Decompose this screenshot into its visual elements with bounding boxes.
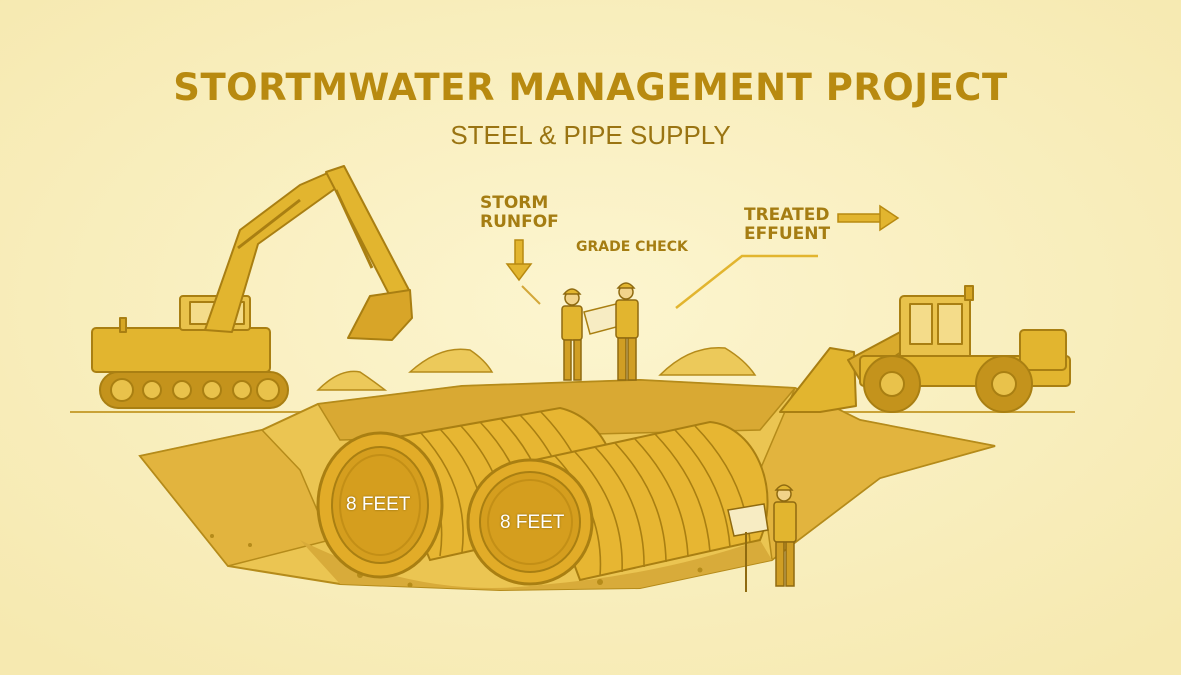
dirt-pile <box>316 370 388 391</box>
grade-check-label: GRADE CHECK <box>576 239 688 255</box>
page-subtitle: STEEL & PIPE SUPPLY <box>450 120 731 150</box>
storm-runoff-label: STORM RUNFOF <box>480 193 559 233</box>
wheel-loader-icon <box>779 285 1071 413</box>
storm-label-line1: STORM <box>480 193 549 213</box>
storm-label-line2: RUNFOF <box>480 212 559 233</box>
treated-label-line2: EFFUENT <box>744 224 831 245</box>
pipe-size-label-right: 8 FEET <box>500 512 565 533</box>
pointer-line <box>521 285 541 305</box>
dirt-pile <box>408 348 494 373</box>
treated-label-line1: TREATED <box>744 205 830 225</box>
worker-icon <box>561 288 583 381</box>
pipe-icon <box>466 420 769 586</box>
worker-icon <box>727 484 797 592</box>
pipe-size-label-left: 8 FEET <box>346 494 411 515</box>
arrow-right-icon <box>837 204 900 232</box>
page-title: STORTMWATER MANAGEMENT PROJECT <box>173 66 1008 109</box>
treated-effluent-label: TREATED EFFUENT <box>744 205 831 245</box>
arrow-down-icon <box>505 239 533 282</box>
excavator-icon <box>91 165 413 409</box>
worker-icon <box>615 282 639 381</box>
pointer-line <box>675 254 818 309</box>
dirt-pile <box>658 346 757 376</box>
